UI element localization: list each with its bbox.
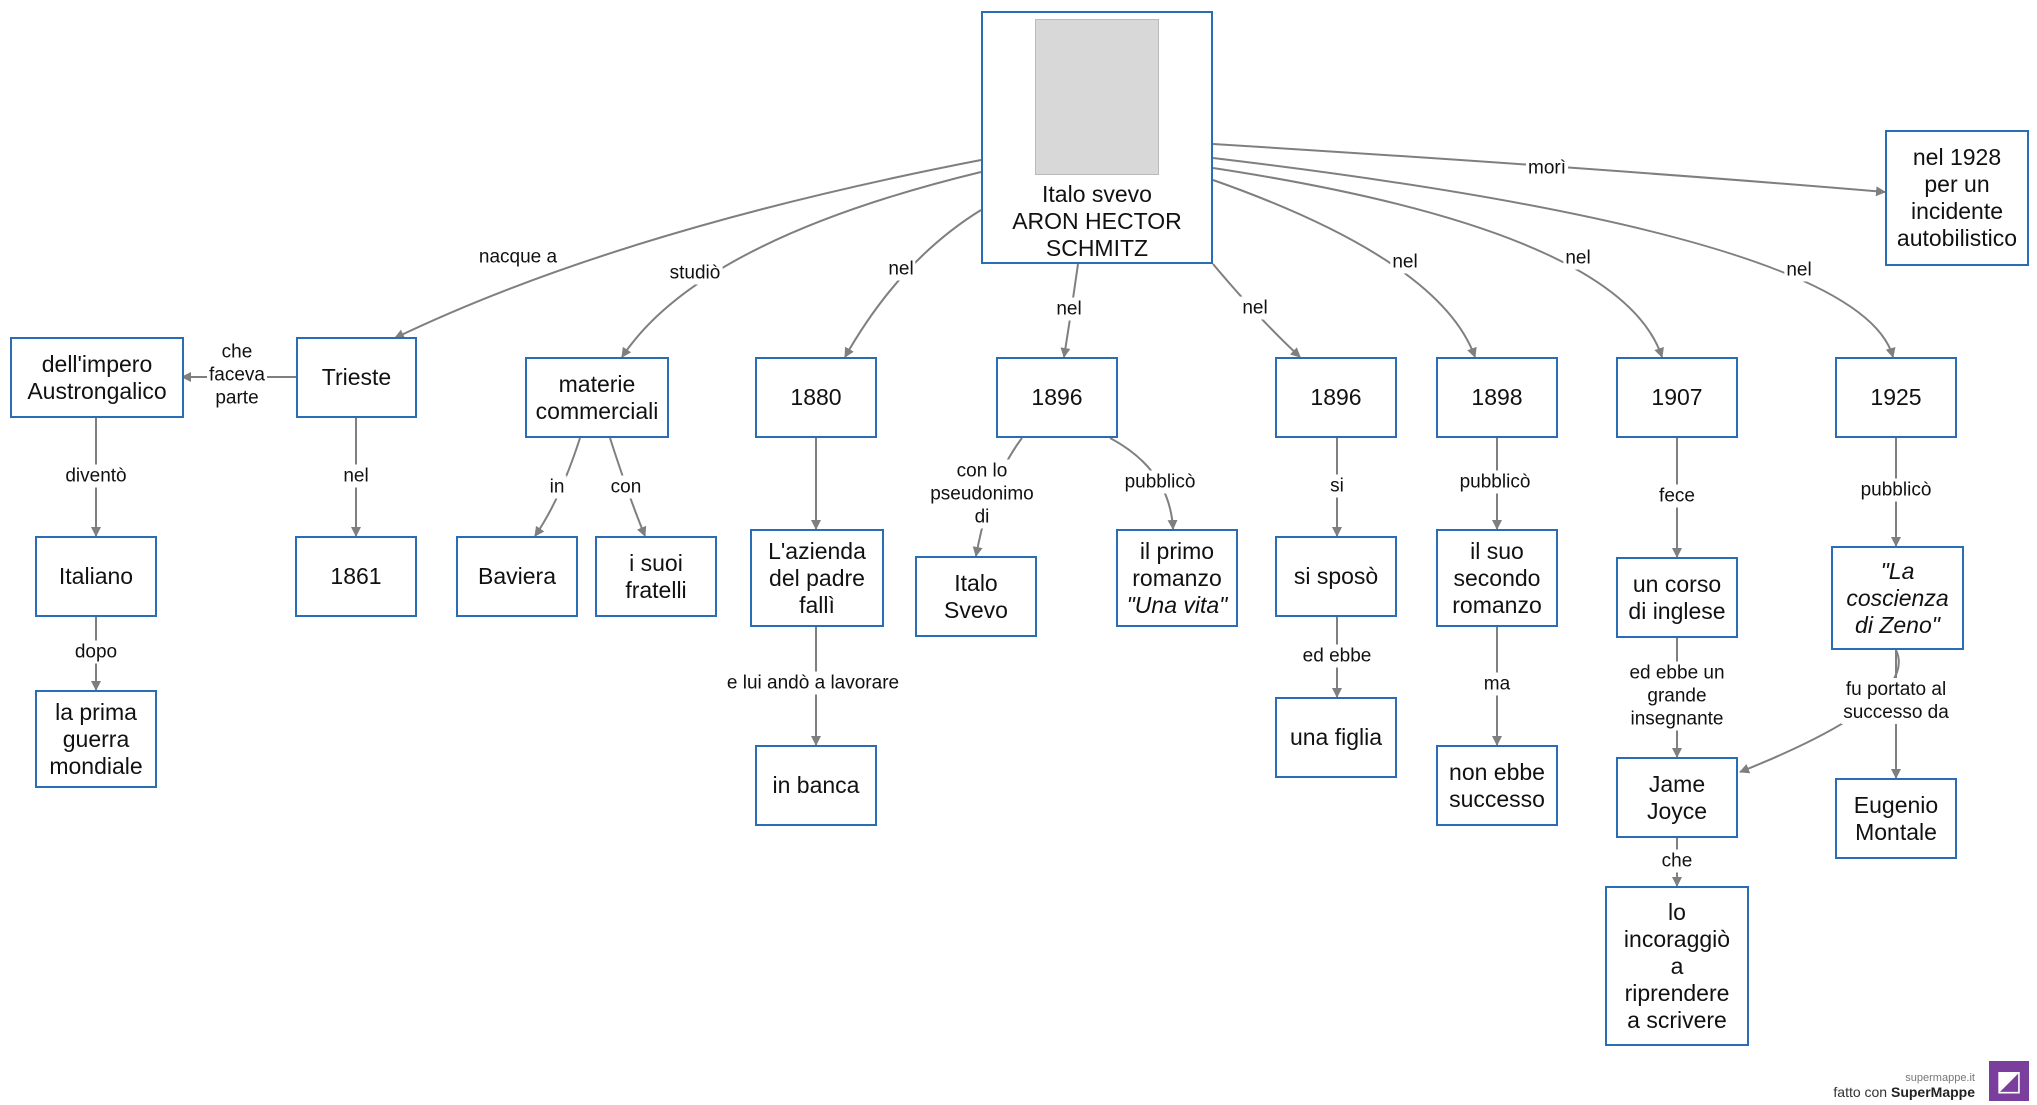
node-1898[interactable]: 1898: [1436, 357, 1558, 438]
node-1880[interactable]: 1880: [755, 357, 877, 438]
node-non-successo[interactable]: non ebbe successo: [1436, 745, 1558, 826]
portrait-image: [1035, 19, 1159, 175]
node-montale[interactable]: Eugenio Montale: [1835, 778, 1957, 859]
node-impero[interactable]: dell'impero Austrongalico: [10, 337, 184, 418]
label-con: con: [608, 475, 644, 499]
node-materie[interactable]: materie commerciali: [525, 357, 669, 438]
node-1925[interactable]: 1925: [1835, 357, 1957, 438]
node-secondo-romanzo[interactable]: il suo secondo romanzo: [1436, 529, 1558, 627]
label-dopo: dopo: [72, 640, 120, 664]
node-1907[interactable]: 1907: [1616, 357, 1738, 438]
label-nel-1880: nel: [886, 257, 916, 281]
label-pubblico-3: pubblicò: [1858, 478, 1934, 502]
node-prima-guerra[interactable]: la prima guerra mondiale: [35, 690, 157, 788]
label-nel-1907: nel: [1563, 246, 1593, 270]
main-line-1: Italo svevo: [1042, 181, 1152, 207]
label-pubblico-1: pubblicò: [1122, 470, 1198, 494]
una-vita-title: "Una vita": [1126, 591, 1228, 618]
node-incoraggio[interactable]: lo incoraggiò a riprendere a scrivere: [1605, 886, 1749, 1046]
label-si: si: [1328, 474, 1346, 498]
node-italo-svevo-pseudonimo[interactable]: Italo Svevo: [915, 556, 1037, 637]
edge-1907: [1212, 167, 1664, 358]
node-figlia[interactable]: una figlia: [1275, 697, 1397, 778]
label-ed-ebbe: ed ebbe: [1300, 644, 1374, 668]
credit-brand: SuperMappe: [1890, 1084, 1975, 1100]
node-coscienza-zeno[interactable]: "La coscienza di Zeno": [1831, 546, 1964, 650]
node-baviera[interactable]: Baviera: [456, 536, 578, 617]
label-che: che: [1659, 849, 1695, 873]
edge-1898: [1212, 179, 1477, 358]
main-line-3: SCHMITZ: [1045, 235, 1149, 261]
label-lui-ando: e lui andò a lavorare: [724, 671, 902, 695]
main-node-italo-svevo[interactable]: Italo svevo ARON HECTOR SCHMITZ: [981, 11, 1213, 264]
credit-site: supermappe.it: [1905, 1072, 1975, 1084]
edge-1880: [844, 209, 982, 358]
label-ma: ma: [1481, 672, 1513, 696]
label-grande-insegnante: ed ebbe un grande insegnante: [1627, 661, 1727, 731]
label-nel-1861: nel: [341, 464, 371, 488]
label-studio: studiò: [667, 261, 723, 285]
node-1896-a[interactable]: 1896: [996, 357, 1118, 438]
credit-footer: supermappe.it fatto con SuperMappe: [1833, 1071, 1975, 1099]
node-1861[interactable]: 1861: [295, 536, 417, 617]
node-azienda[interactable]: L'azienda del padre fallì: [750, 529, 884, 627]
label-mori: morì: [1526, 156, 1568, 180]
label-che-faceva-parte: che faceva parte: [207, 340, 267, 410]
node-joyce[interactable]: Jame Joyce: [1616, 757, 1738, 838]
label-portato-successo: fu portato al successo da: [1841, 678, 1951, 724]
label-nel-1896a: nel: [1054, 297, 1084, 321]
node-corso-inglese[interactable]: un corso di inglese: [1616, 557, 1738, 638]
edge-mori: [1212, 143, 1886, 197]
node-si-sposo[interactable]: si sposò: [1275, 536, 1397, 617]
label-pubblico-2: pubblicò: [1457, 470, 1533, 494]
node-fratelli[interactable]: i suoi fratelli: [595, 536, 717, 617]
node-mori-1928[interactable]: nel 1928 per un incidente autobilistico: [1885, 130, 2029, 266]
label-in: in: [547, 475, 567, 499]
node-italiano[interactable]: Italiano: [35, 536, 157, 617]
label-fece: fece: [1657, 484, 1697, 508]
label-nel-1896b: nel: [1240, 296, 1270, 320]
primo-romanzo-text: il primo romanzo: [1132, 537, 1222, 591]
node-trieste[interactable]: Trieste: [296, 337, 417, 418]
label-divento: diventò: [63, 464, 129, 488]
node-banca[interactable]: in banca: [755, 745, 877, 826]
edge-studio: [621, 171, 982, 358]
label-nel-1925: nel: [1784, 258, 1814, 282]
node-1896-b[interactable]: 1896: [1275, 357, 1397, 438]
supermappe-logo-icon[interactable]: ◩: [1989, 1061, 2029, 1101]
label-pseudonimo: con lo pseudonimo di: [928, 459, 1036, 529]
label-nacque: nacque a: [476, 245, 560, 269]
label-nel-1898: nel: [1390, 250, 1420, 274]
credit-prefix: fatto con: [1833, 1084, 1891, 1100]
node-primo-romanzo[interactable]: il primo romanzo "Una vita": [1116, 529, 1238, 627]
main-node-text: Italo svevo ARON HECTOR SCHMITZ: [1012, 181, 1182, 262]
edge-nacque: [394, 159, 982, 339]
edge-1925: [1212, 157, 1896, 358]
main-line-2: ARON HECTOR: [1012, 208, 1182, 234]
